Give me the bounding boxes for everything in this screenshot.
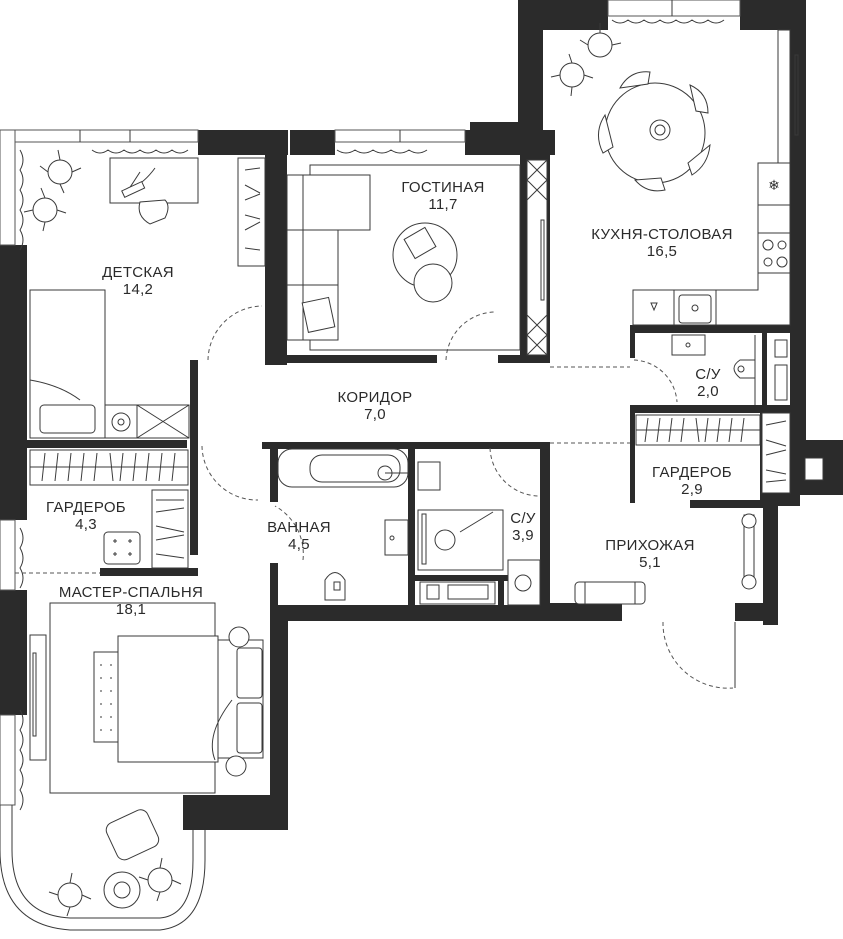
living-room-furniture bbox=[286, 159, 548, 356]
room-area: 11,7 bbox=[428, 196, 458, 213]
room-label-prikhozhaya: ПРИХОЖАЯ 5,1 bbox=[605, 537, 695, 571]
hallway-fixtures bbox=[574, 513, 757, 605]
svg-text:❄: ❄ bbox=[768, 178, 780, 194]
room-name: ВАННАЯ bbox=[267, 519, 331, 536]
room-area: 3,9 bbox=[512, 527, 534, 544]
room-name: ГАРДЕРОБ bbox=[652, 464, 732, 481]
room-area: 18,1 bbox=[115, 601, 147, 618]
room-name: КОРИДОР bbox=[337, 389, 413, 406]
room-name: ПРИХОЖАЯ bbox=[605, 537, 695, 554]
kids-room-furniture bbox=[23, 149, 266, 439]
room-label-kukhnya-stolovaya: КУХНЯ-СТОЛОВАЯ 16,5 bbox=[591, 226, 732, 260]
doors bbox=[15, 305, 736, 689]
room-area: 4,3 bbox=[75, 516, 97, 533]
room-label-koridor: КОРИДОР 7,0 bbox=[338, 389, 413, 423]
room-area: 4,5 bbox=[288, 536, 310, 553]
room-label-vannaya: ВАННАЯ 4,5 bbox=[267, 519, 331, 553]
room-label-garderob-large: ГАРДЕРОБ 4,3 bbox=[46, 499, 126, 533]
room-label-gostinaya: ГОСТИНАЯ 11,7 bbox=[401, 179, 484, 213]
room-area: 14,2 bbox=[122, 281, 154, 298]
windows bbox=[0, 0, 741, 931]
room-name: ДЕТСКАЯ bbox=[102, 264, 174, 281]
room-name: МАСТЕР-СПАЛЬНЯ bbox=[58, 584, 204, 601]
room-area: 5,1 bbox=[639, 554, 661, 571]
room-label-master-spalnya: МАСТЕР-СПАЛЬНЯ 18,1 bbox=[59, 584, 203, 618]
kitchen-furniture: ❄ bbox=[550, 23, 799, 326]
room-area: 2,9 bbox=[681, 481, 703, 498]
room-label-detskaya: ДЕТСКАЯ 14,2 bbox=[102, 264, 174, 298]
walls bbox=[0, 0, 843, 830]
room-label-garderob-small: ГАРДЕРОБ 2,9 bbox=[652, 464, 732, 498]
master-bedroom-furniture bbox=[29, 602, 264, 917]
room-area: 2,0 bbox=[697, 383, 719, 400]
room-label-su-large: С/У 3,9 bbox=[510, 510, 535, 544]
wc-small-fixtures bbox=[635, 334, 824, 494]
room-name: С/У bbox=[510, 510, 536, 527]
walk-in-closet-fixtures bbox=[29, 449, 189, 569]
room-area: 7,0 bbox=[364, 406, 386, 423]
room-name: С/У bbox=[695, 366, 721, 383]
room-area: 16,5 bbox=[646, 243, 678, 260]
room-name: ГАРДЕРОБ bbox=[46, 499, 126, 516]
room-name: КУХНЯ-СТОЛОВАЯ bbox=[591, 226, 733, 243]
bathroom-fixtures bbox=[277, 448, 541, 606]
room-name: ГОСТИНАЯ bbox=[401, 179, 485, 196]
room-label-su-small: С/У 2,0 bbox=[695, 366, 720, 400]
